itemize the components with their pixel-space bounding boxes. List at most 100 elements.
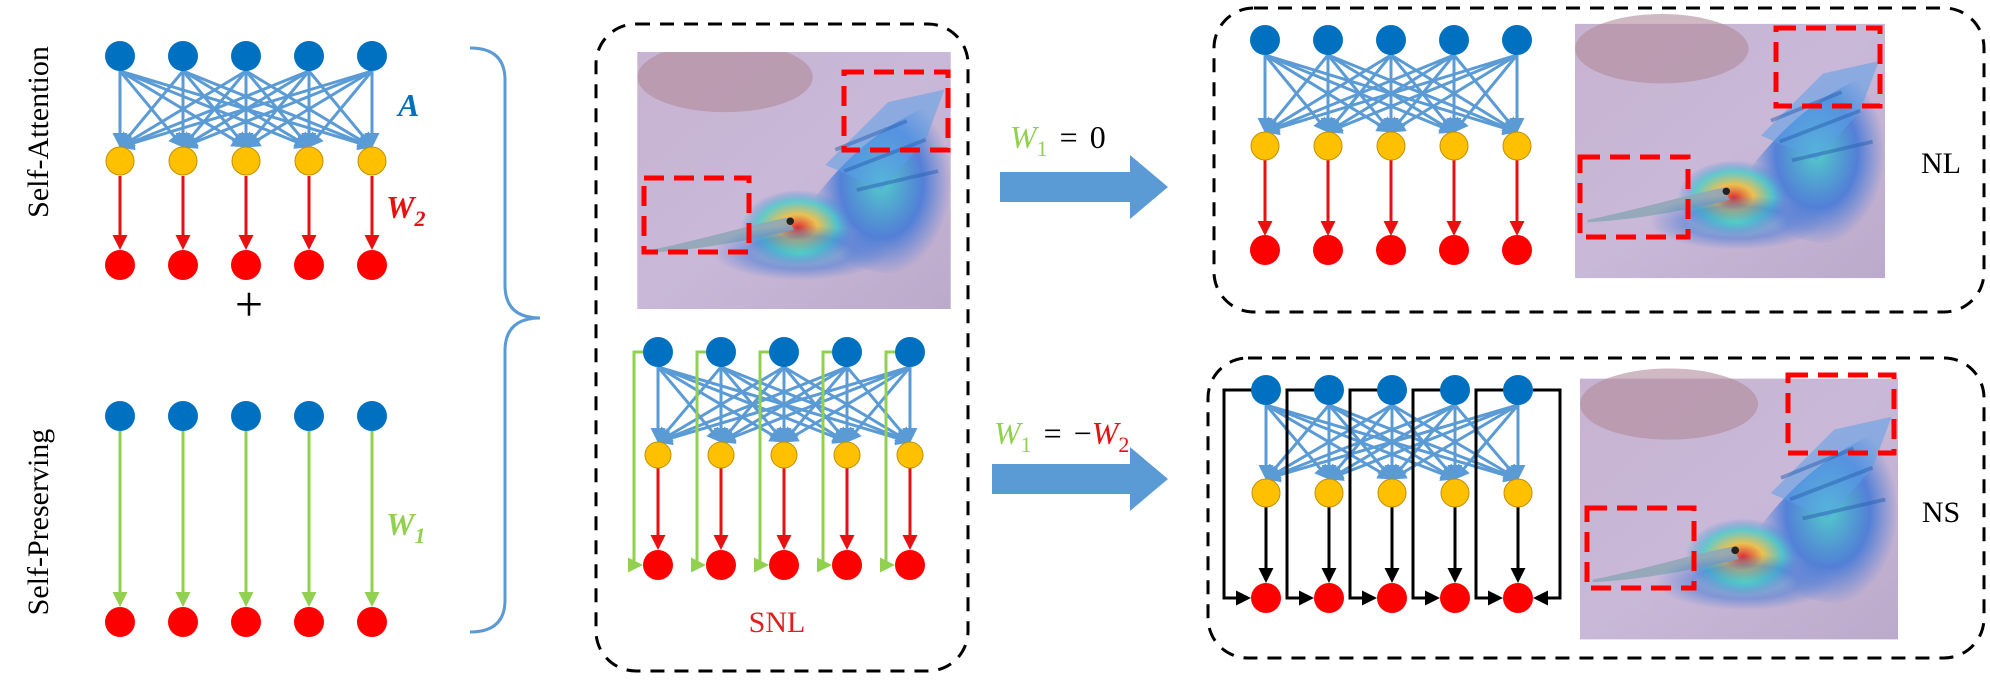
output-node bbox=[895, 550, 925, 580]
attention-edge bbox=[119, 69, 247, 148]
input-node bbox=[357, 401, 387, 431]
hidden-node bbox=[1503, 478, 1533, 508]
output-node bbox=[1376, 235, 1406, 265]
input-node bbox=[1502, 25, 1532, 55]
input-node bbox=[294, 401, 324, 431]
ns-label: NS bbox=[1922, 496, 1960, 529]
output-node bbox=[105, 250, 135, 280]
plus-sign: + bbox=[235, 276, 263, 332]
black-loop-edge bbox=[1348, 388, 1378, 606]
input-node bbox=[1439, 25, 1469, 55]
hidden-node bbox=[231, 146, 261, 176]
output-node bbox=[294, 250, 324, 280]
input-node bbox=[895, 337, 925, 367]
snl-panel bbox=[594, 22, 970, 673]
attention-edge bbox=[657, 366, 723, 443]
output-node bbox=[832, 550, 862, 580]
hidden-node bbox=[1376, 131, 1406, 161]
attention-edge bbox=[783, 365, 911, 443]
input-node bbox=[832, 337, 862, 367]
output-node bbox=[643, 550, 673, 580]
attention-edge bbox=[119, 70, 185, 148]
attention-edge bbox=[1264, 53, 1455, 134]
output-node bbox=[168, 607, 198, 637]
input-node bbox=[357, 41, 387, 71]
equation-w1-neg-w2: W1=−W2 bbox=[994, 415, 1129, 457]
nl-heatmap-image bbox=[1575, 14, 1885, 278]
hidden-node bbox=[833, 441, 861, 469]
hidden-node bbox=[1251, 478, 1281, 508]
input-node bbox=[231, 41, 261, 71]
output-node bbox=[1313, 235, 1343, 265]
snl-label: SNL bbox=[749, 606, 806, 639]
attention-edge bbox=[720, 365, 911, 444]
w1-loop-edge bbox=[691, 350, 707, 573]
self-preserving-label: Self-Preserving bbox=[22, 429, 55, 616]
hidden-node bbox=[1439, 131, 1469, 161]
attention-edge bbox=[657, 365, 785, 443]
w1-loop-edge bbox=[880, 350, 896, 573]
attention-edge bbox=[119, 69, 310, 149]
output-node bbox=[357, 250, 387, 280]
input-node bbox=[1503, 375, 1533, 405]
input-node bbox=[1440, 375, 1470, 405]
w1-loop-edge bbox=[754, 350, 770, 573]
hidden-node bbox=[770, 441, 798, 469]
output-node bbox=[1250, 235, 1280, 265]
nl-panel bbox=[1212, 6, 1986, 314]
black-loop-edge bbox=[1411, 388, 1441, 606]
hidden-node bbox=[357, 146, 387, 176]
black-loop-edge bbox=[1474, 388, 1504, 606]
hidden-node bbox=[168, 146, 198, 176]
attention-edge bbox=[1328, 403, 1519, 481]
attention-edge bbox=[657, 365, 911, 446]
attention-edge bbox=[1453, 54, 1519, 133]
input-node bbox=[1313, 25, 1343, 55]
hidden-node bbox=[294, 146, 324, 176]
hidden-node bbox=[105, 146, 135, 176]
ns-panel bbox=[1206, 356, 1986, 660]
output-node bbox=[231, 250, 261, 280]
input-node bbox=[168, 401, 198, 431]
bbox bbox=[1584, 505, 1697, 591]
nl-label: NL bbox=[1921, 147, 1961, 180]
hidden-node bbox=[1502, 131, 1532, 161]
hidden-node bbox=[1250, 131, 1280, 161]
black-loop-edge bbox=[1533, 388, 1562, 606]
hidden-node bbox=[1314, 478, 1344, 508]
w1-loop-edge bbox=[817, 350, 833, 573]
output-node bbox=[105, 607, 135, 637]
black-loop-edge bbox=[1285, 388, 1315, 606]
attention-edge bbox=[657, 365, 848, 444]
input-node bbox=[1314, 375, 1344, 405]
output-node bbox=[1439, 235, 1469, 265]
output-node bbox=[357, 607, 387, 637]
black-loop-edge bbox=[1222, 388, 1252, 606]
attention-edge bbox=[182, 69, 373, 149]
w1-loop-edge bbox=[628, 350, 644, 573]
input-node bbox=[294, 41, 324, 71]
attention-edge bbox=[1264, 53, 1392, 133]
output-node bbox=[231, 607, 261, 637]
input-node bbox=[1250, 25, 1280, 55]
output-node bbox=[706, 550, 736, 580]
ns-heatmap-image bbox=[1580, 368, 1898, 639]
attention-edge bbox=[308, 70, 374, 148]
arrow-top bbox=[1000, 155, 1168, 219]
self-attention-network bbox=[105, 41, 387, 280]
attention-edge bbox=[1264, 54, 1330, 133]
output-node bbox=[1440, 583, 1470, 613]
output-node bbox=[168, 250, 198, 280]
self-attention-label: Self-Attention bbox=[22, 46, 55, 218]
bbox bbox=[1577, 154, 1691, 240]
input-node bbox=[1376, 25, 1406, 55]
input-node bbox=[105, 401, 135, 431]
input-node bbox=[168, 41, 198, 71]
input-node bbox=[643, 337, 673, 367]
nl-network bbox=[1250, 25, 1532, 265]
output-node bbox=[1251, 583, 1281, 613]
output-node bbox=[1314, 583, 1344, 613]
snl-heatmap-image bbox=[636, 52, 952, 309]
W1-label: W1 bbox=[386, 506, 425, 548]
